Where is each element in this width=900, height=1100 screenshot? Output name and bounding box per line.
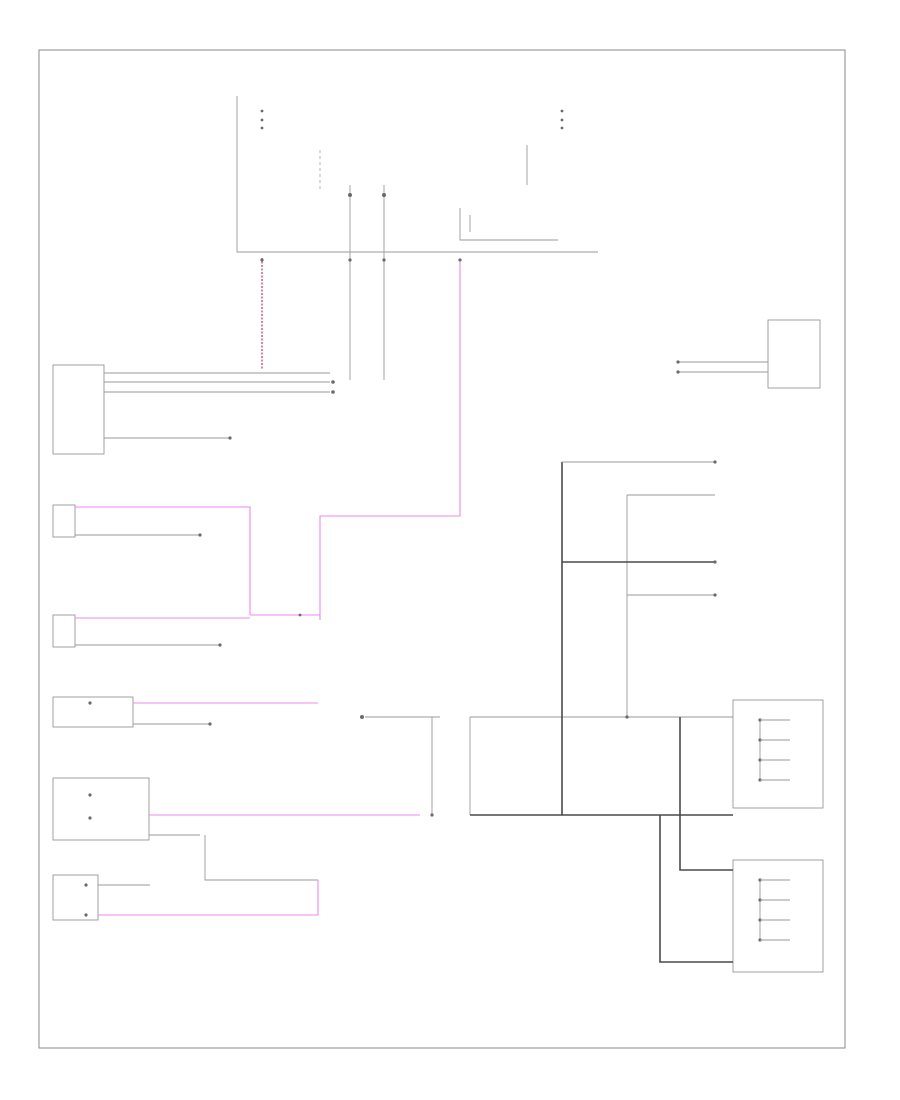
left-steering-wheel-switch xyxy=(732,699,824,809)
splice-pack xyxy=(250,613,320,617)
fuse-box-outputs xyxy=(260,185,462,620)
right-steering-wheel-switch xyxy=(659,717,824,973)
fuse-left-symbol xyxy=(260,109,264,130)
fuse-box-top xyxy=(236,96,598,253)
right-harness xyxy=(561,460,717,815)
center-bus xyxy=(360,715,733,817)
fuse-right-symbol xyxy=(560,109,564,130)
interior-light-switch xyxy=(52,696,318,728)
door-lock-switch xyxy=(52,874,319,921)
memory-seat-switch xyxy=(52,777,420,881)
ambient-lighting-module xyxy=(52,504,251,615)
head-lamp-switch-module xyxy=(52,364,335,455)
right-module-top xyxy=(676,319,821,389)
glove-box-module xyxy=(52,614,250,648)
diagram-frame xyxy=(38,49,846,1049)
